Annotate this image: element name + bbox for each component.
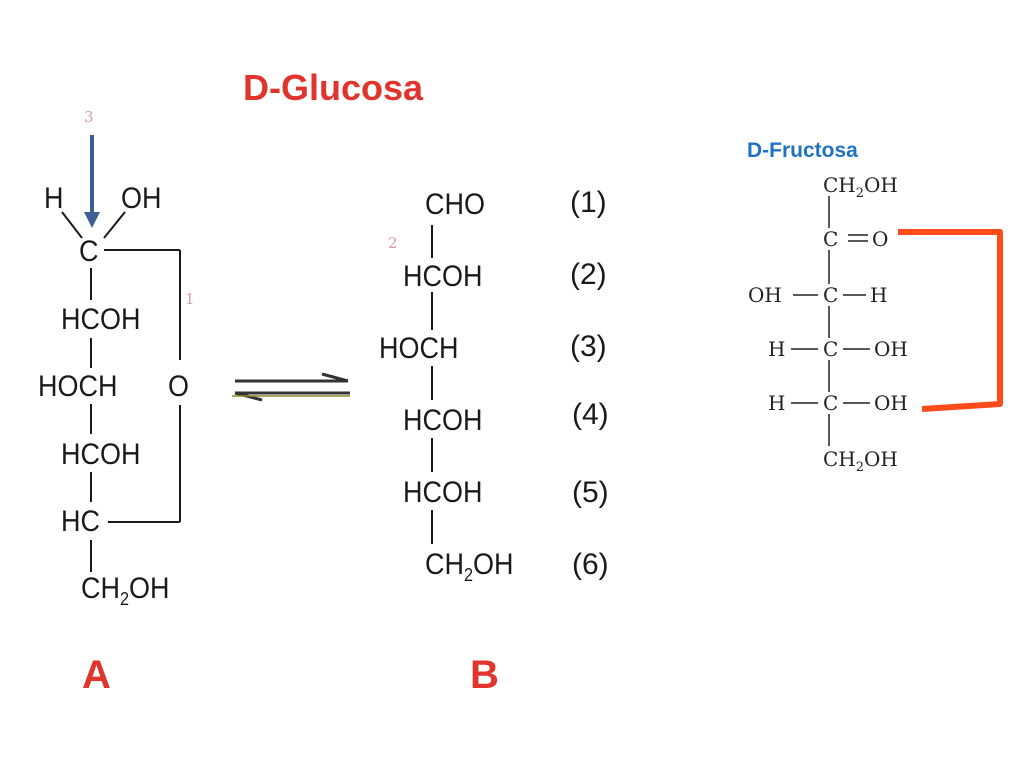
chain-c3: HOCH bbox=[379, 332, 459, 365]
ring-c6: CH2OH bbox=[81, 572, 170, 609]
fructose-c5: C bbox=[823, 391, 839, 415]
fructose-c6: CH2OH bbox=[823, 447, 898, 475]
chain-c2: HCOH bbox=[403, 260, 483, 293]
ring-c2: HCOH bbox=[61, 303, 141, 336]
label-b: B bbox=[470, 653, 499, 697]
ring-oxygen: O bbox=[168, 370, 190, 403]
fructose-c5-left: H bbox=[768, 391, 786, 415]
chain-label-two: 2 bbox=[388, 234, 398, 252]
equilibrium-top-barb bbox=[321, 372, 349, 383]
fructose-c2-oxygen: O bbox=[872, 227, 889, 251]
ring-c5: HC bbox=[61, 505, 101, 538]
chain-c6: CH2OH bbox=[425, 548, 514, 585]
ring-label-three: 3 bbox=[84, 108, 94, 126]
bond-h-c1 bbox=[61, 211, 83, 239]
ring-c3: HOCH bbox=[38, 370, 118, 403]
ring-c4: HCOH bbox=[61, 438, 141, 471]
ring-label-one: 1 bbox=[185, 290, 195, 308]
carbon-number-4: (4) bbox=[572, 398, 609, 431]
fructose-c2: C bbox=[823, 227, 839, 251]
bond-oh-c1 bbox=[103, 211, 126, 239]
carbon-number-6: (6) bbox=[572, 548, 609, 581]
fructose-c3-right: H bbox=[870, 283, 888, 307]
carbon-number-2: (2) bbox=[570, 258, 607, 291]
fructose-title: D-Fructosa bbox=[747, 139, 858, 162]
ring-c1: C bbox=[79, 235, 99, 268]
fructose-c5-right: OH bbox=[874, 391, 908, 415]
red-bracket bbox=[898, 229, 1003, 412]
carbon-number-1: (1) bbox=[570, 186, 607, 219]
blue-arrow-head bbox=[84, 212, 100, 228]
fructose-c4: C bbox=[823, 337, 839, 361]
ring-h: H bbox=[44, 182, 64, 215]
chain-c1: CHO bbox=[425, 188, 486, 221]
chain-c4: HCOH bbox=[403, 404, 483, 437]
carbon-number-5: (5) bbox=[572, 476, 609, 509]
fructose-c3: C bbox=[823, 283, 839, 307]
fructose-c4-left: H bbox=[768, 337, 786, 361]
chain-c5: HCOH bbox=[403, 476, 483, 509]
ring-oh: OH bbox=[121, 182, 162, 215]
fructose-c3-left: OH bbox=[748, 283, 782, 307]
glucose-title: D-Glucosa bbox=[243, 67, 424, 108]
fructose-c1: CH2OH bbox=[823, 173, 898, 201]
carbon-number-3: (3) bbox=[570, 330, 607, 363]
label-a: A bbox=[82, 653, 111, 697]
fructose-c4-right: OH bbox=[874, 337, 908, 361]
